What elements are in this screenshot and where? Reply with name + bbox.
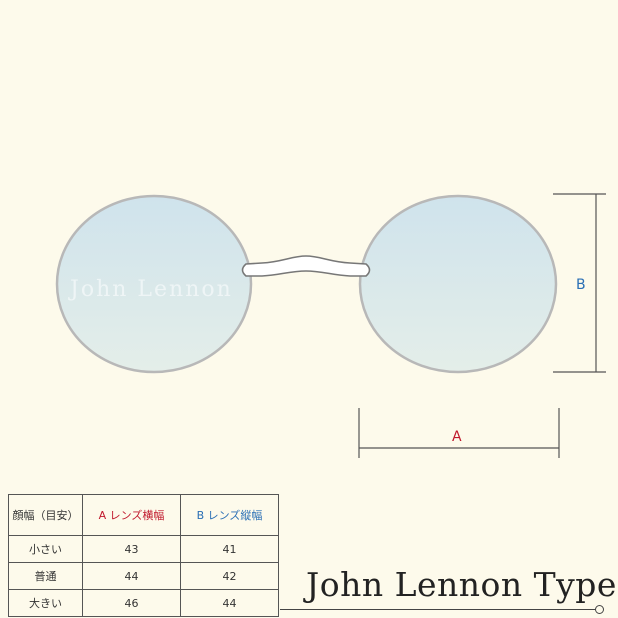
row-size: 大きい — [8, 589, 83, 617]
dimension-b-label: B — [576, 277, 586, 293]
header-lens-height: B レンズ縦幅 — [180, 494, 279, 536]
product-title: John Lennon Type — [306, 565, 617, 604]
dimension-b-marker — [553, 193, 606, 373]
table-header-row: 顔幅（目安） A レンズ横幅 B レンズ縦幅 — [8, 494, 279, 536]
table-row: 普通 44 42 — [8, 562, 279, 590]
title-underline — [280, 609, 596, 610]
table-row: 小さい 43 41 — [8, 535, 279, 563]
table-row: 大きい 46 44 — [8, 589, 279, 617]
lens-watermark: John Lennon — [68, 277, 233, 302]
row-a-value: 44 — [82, 562, 181, 590]
dimension-a-label: A — [452, 429, 462, 445]
nose-bridge — [241, 255, 371, 277]
right-lens — [358, 194, 558, 374]
row-a-value: 43 — [82, 535, 181, 563]
header-face-width: 顔幅（目安） — [8, 494, 83, 536]
row-b-value: 42 — [180, 562, 279, 590]
title-end-circle — [595, 605, 604, 614]
row-size: 小さい — [8, 535, 83, 563]
dimension-a-marker — [358, 408, 560, 458]
row-b-value: 41 — [180, 535, 279, 563]
header-lens-width: A レンズ横幅 — [82, 494, 181, 536]
size-table: 顔幅（目安） A レンズ横幅 B レンズ縦幅 小さい 43 41 普通 44 4… — [8, 494, 279, 617]
left-lens — [55, 194, 253, 374]
row-a-value: 46 — [82, 589, 181, 617]
row-size: 普通 — [8, 562, 83, 590]
row-b-value: 44 — [180, 589, 279, 617]
